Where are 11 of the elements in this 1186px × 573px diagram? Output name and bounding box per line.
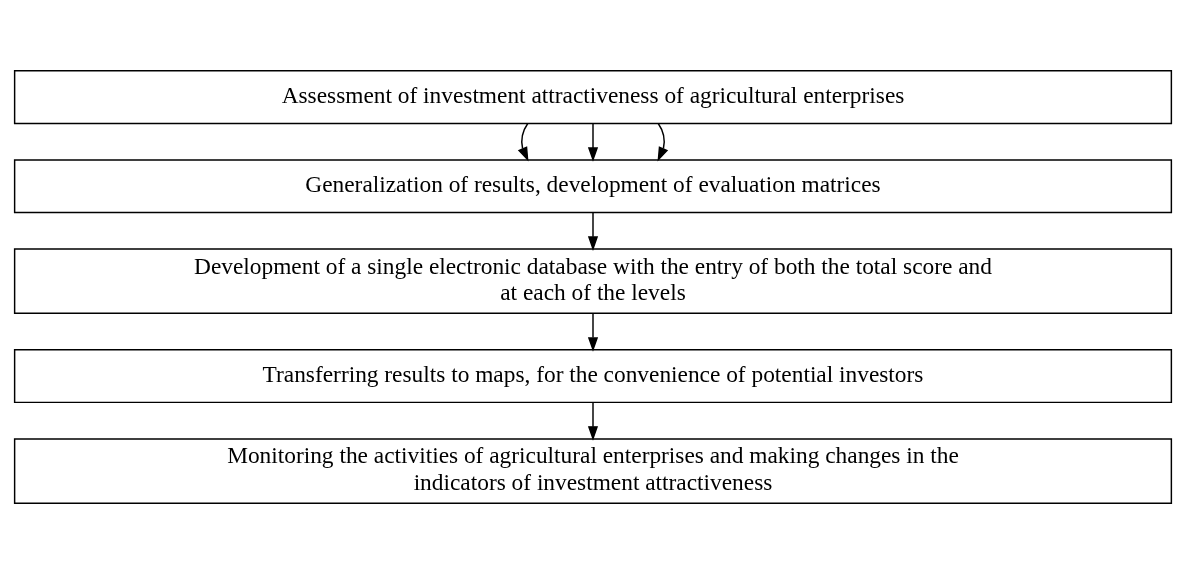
node-box: Generalization of results, development of evaluation matrices [13,158,1173,213]
arrow [587,401,599,441]
arrow [587,211,599,251]
arrow [657,122,669,162]
arrow [587,312,599,352]
arrow [517,122,529,162]
node-box: Transferring results to maps, for the convenience of potential investors [13,348,1173,403]
node-box: Assessment of investment attractiveness of agricultural enterprises [13,69,1173,124]
node-box: Monitoring the activities of agricultural enterprises and making changes in the indicators of investment attractiveness [13,437,1173,504]
node-box: Development of a single electronic database with the entry of both the total score and at each of the levels [13,247,1173,314]
arrow [587,122,599,162]
